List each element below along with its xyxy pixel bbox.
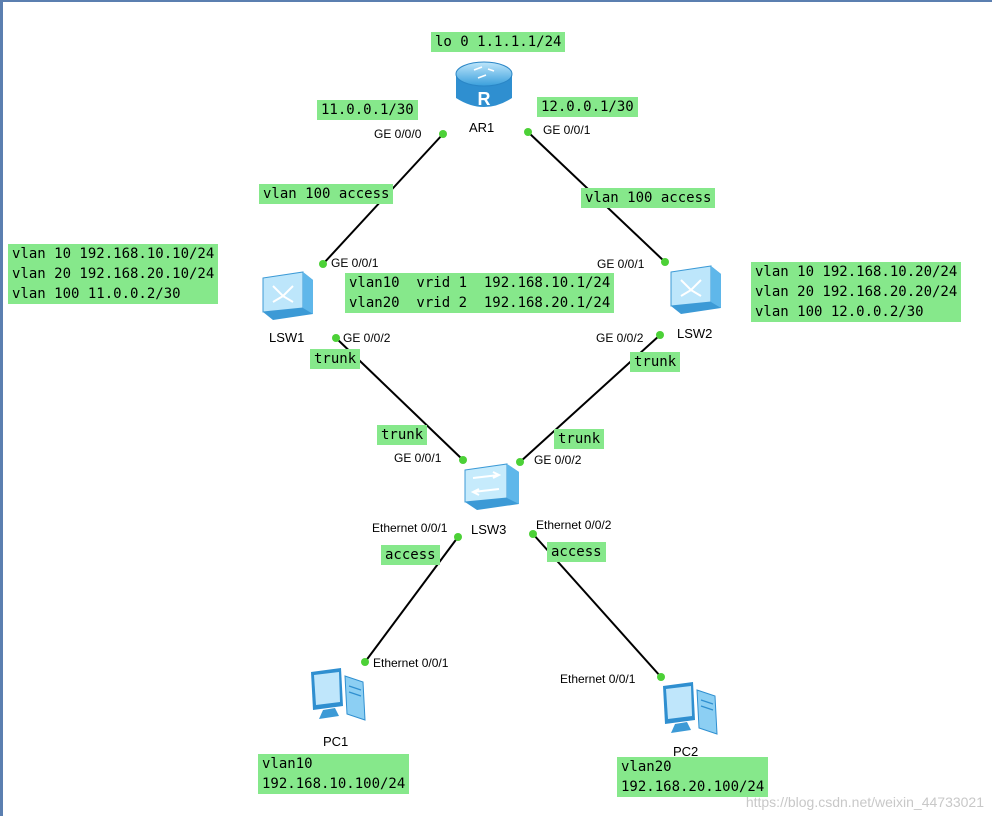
port-dot <box>361 658 369 666</box>
switch-icon[interactable] <box>463 460 523 514</box>
device-label-lsw1: LSW1 <box>269 330 305 345</box>
port-dot <box>439 130 447 138</box>
note-trunk-lsw2: trunk <box>630 352 681 372</box>
note-trunk-lsw3-left: trunk <box>377 425 428 445</box>
port-dots <box>319 128 669 681</box>
switch-icon[interactable] <box>259 268 317 324</box>
device-label-ar1: AR1 <box>469 120 495 135</box>
port-dot <box>454 533 462 541</box>
port-dot <box>524 128 532 136</box>
switch-icon[interactable] <box>667 262 725 318</box>
note-right-uplink-mode: vlan 100 access <box>581 188 716 208</box>
note-left-uplink-mode: vlan 100 access <box>259 184 394 204</box>
port-label-lsw3-eth002: Ethernet 0/0/2 <box>536 518 612 532</box>
port-label-lsw1-ge002: GE 0/0/2 <box>343 331 391 345</box>
pc-icon[interactable] <box>305 666 371 728</box>
port-label-lsw2-ge001: GE 0/0/1 <box>597 257 645 271</box>
port-dot <box>332 334 340 342</box>
note-access-left: access <box>381 545 440 565</box>
port-dot <box>516 458 524 466</box>
port-dot <box>657 673 665 681</box>
note-access-right: access <box>547 542 606 562</box>
note-ar1-left-ip: 11.0.0.1/30 <box>317 100 418 120</box>
port-label-lsw3-ge001: GE 0/0/1 <box>394 451 442 465</box>
port-dot <box>529 530 537 538</box>
device-label-pc1: PC1 <box>323 734 349 749</box>
device-label-lsw3: LSW3 <box>471 522 507 537</box>
port-label-pc1-eth001: Ethernet 0/0/1 <box>373 656 449 670</box>
device-label-lsw2: LSW2 <box>677 326 713 341</box>
note-vrrp-config: vlan10 vrid 1 192.168.10.1/24 vlan20 vri… <box>345 273 615 313</box>
port-label-lsw3-ge002: GE 0/0/2 <box>534 453 582 467</box>
svg-text:R: R <box>478 89 491 109</box>
port-dot <box>319 260 327 268</box>
note-pc1-config: vlan10 192.168.10.100/24 <box>258 754 410 794</box>
note-lsw2-config: vlan 10 192.168.10.20/24 vlan 20 192.168… <box>751 262 962 322</box>
port-label-pc2-eth001: Ethernet 0/0/1 <box>560 672 636 686</box>
port-dot <box>661 258 669 266</box>
note-ar1-right-ip: 12.0.0.1/30 <box>537 97 638 117</box>
port-dot <box>459 456 467 464</box>
device-label-pc2: PC2 <box>673 744 699 759</box>
port-label-lsw2-ge002: GE 0/0/2 <box>596 331 644 345</box>
note-trunk-lsw3-right: trunk <box>554 429 605 449</box>
port-label-lsw3-eth001: Ethernet 0/0/1 <box>372 521 448 535</box>
port-label-lsw1-ge001: GE 0/0/1 <box>331 256 379 270</box>
port-label-ar1-ge000: GE 0/0/0 <box>374 127 422 141</box>
router-icon[interactable]: R <box>452 58 516 116</box>
port-label-ar1-ge001: GE 0/0/1 <box>543 123 591 137</box>
watermark: https://blog.csdn.net/weixin_44733021 <box>745 794 984 810</box>
note-trunk-lsw1: trunk <box>310 349 361 369</box>
pc-icon[interactable] <box>657 680 723 742</box>
note-pc2-config: vlan20 192.168.20.100/24 <box>617 757 769 797</box>
link-layer <box>319 128 669 681</box>
port-dot <box>656 331 664 339</box>
note-loopback: lo 0 1.1.1.1/24 <box>431 32 566 52</box>
note-lsw1-config: vlan 10 192.168.10.10/24 vlan 20 192.168… <box>8 244 219 304</box>
link-lsw3-pc1 <box>364 536 459 663</box>
